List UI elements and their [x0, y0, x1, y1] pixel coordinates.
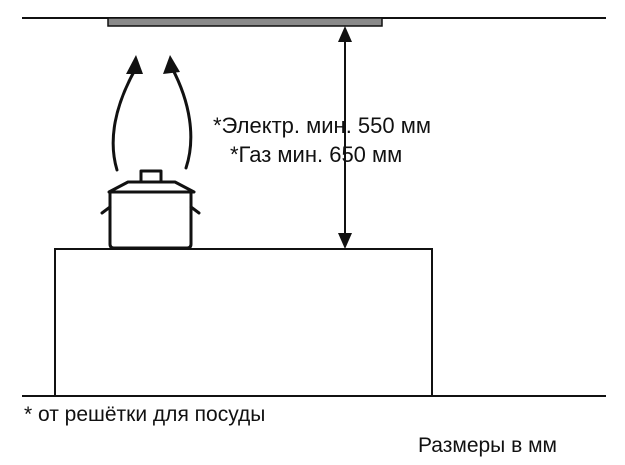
electric-min-distance-label: *Электр. мин. 550 мм [213, 113, 431, 138]
hood-bar [107, 17, 383, 27]
countertop-block [54, 248, 433, 397]
cooking-pot-icon [100, 169, 201, 250]
gas-min-distance-label: *Газ мин. 650 мм [230, 142, 402, 167]
footnote-label: * от решётки для посуды [24, 403, 265, 426]
units-label: Размеры в мм [418, 434, 557, 457]
steam-arrows-icon [111, 55, 193, 172]
distance-dimension-arrow [338, 26, 352, 249]
dimension-arrowhead-top [338, 26, 352, 42]
pot-handle-left [100, 205, 112, 215]
steam-arrow-left [111, 66, 138, 172]
steam-arrowhead-right [163, 55, 180, 74]
pot-lid-knob [139, 169, 163, 184]
pot-handle-right [189, 205, 201, 215]
steam-arrowhead-left [126, 55, 143, 74]
dimension-arrowhead-bottom [338, 233, 352, 249]
steam-arrow-right [170, 66, 193, 170]
pot-body [108, 190, 193, 250]
